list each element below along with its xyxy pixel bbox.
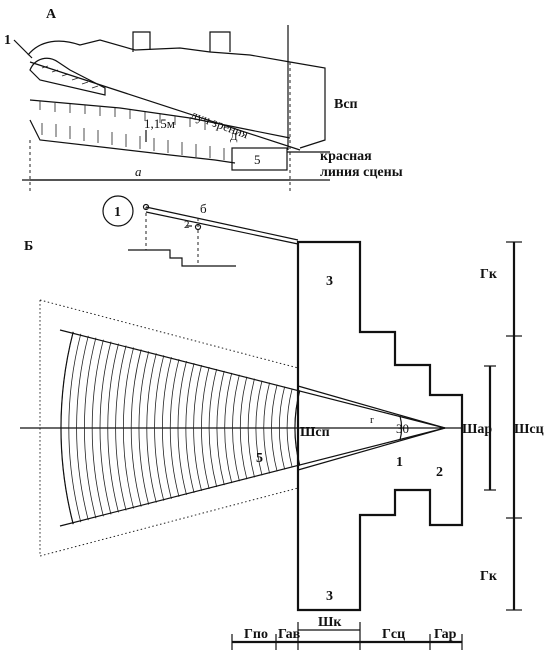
angle-arc bbox=[399, 415, 403, 441]
seat-row bbox=[154, 355, 165, 501]
seat-row bbox=[232, 374, 240, 482]
label-5-section: 5 bbox=[254, 152, 261, 167]
seat-row bbox=[91, 339, 104, 517]
seat-row bbox=[247, 378, 255, 478]
seat-row bbox=[271, 384, 278, 472]
callout-1-leader bbox=[13, 39, 33, 59]
detail-1: 1 б 2 bbox=[102, 195, 299, 267]
seat-row bbox=[84, 337, 97, 519]
seat-row bbox=[263, 382, 270, 474]
detail-steps bbox=[128, 249, 236, 267]
sightline-label: луч зрения bbox=[189, 107, 251, 142]
dim-gpo: Гпо bbox=[244, 627, 268, 642]
section-a: луч зрения 1,15м Д 5 а А 1 Всп красная л… bbox=[4, 7, 403, 192]
red-line-label-2: линия сцены bbox=[320, 165, 403, 180]
parterre-steps bbox=[41, 123, 225, 160]
seating-boundary-arc bbox=[60, 331, 74, 525]
stage-house-wall bbox=[289, 61, 326, 149]
detail-eye-1 bbox=[142, 203, 150, 211]
stage-outline bbox=[296, 240, 464, 612]
roof-turret-1 bbox=[132, 31, 151, 52]
red-line-label-1: красная bbox=[320, 149, 372, 164]
roof-turret-2 bbox=[209, 31, 231, 52]
parterre bbox=[29, 119, 236, 164]
detail-sightline bbox=[145, 206, 299, 241]
sightline bbox=[29, 61, 301, 151]
seat-row bbox=[138, 351, 150, 505]
step-height-label: 1,15м bbox=[144, 116, 175, 131]
dim-gav: Гав bbox=[278, 627, 301, 642]
dim-gar: Гар bbox=[434, 627, 457, 642]
detail-eye-2 bbox=[194, 223, 202, 231]
shsp-label: Шсп bbox=[300, 425, 330, 440]
seat-row bbox=[177, 360, 187, 496]
sight-angle-lower bbox=[59, 427, 446, 527]
label-vsp: Всп bbox=[334, 97, 358, 112]
seat-row bbox=[107, 343, 119, 513]
seat-row bbox=[240, 376, 248, 480]
seat-row bbox=[216, 370, 225, 486]
proscenium-lower bbox=[297, 427, 446, 471]
detail-label-2: 2 bbox=[184, 219, 190, 231]
seat-row bbox=[279, 386, 286, 470]
zone-1: 1 bbox=[396, 455, 403, 470]
sight-angle-upper bbox=[59, 329, 446, 429]
dim-shk: Шк bbox=[318, 615, 342, 630]
shsc-label: Шсц bbox=[514, 422, 544, 437]
section-b-label: Б bbox=[24, 239, 33, 254]
label-d: Д bbox=[230, 131, 238, 143]
dim-gsc: Гсц bbox=[382, 627, 405, 642]
roof-outline bbox=[27, 39, 291, 63]
zone-5: 5 bbox=[256, 451, 263, 466]
proscenium-upper bbox=[297, 385, 446, 429]
label-a: а bbox=[135, 164, 142, 179]
zone-2: 2 bbox=[436, 465, 443, 480]
seat-row bbox=[68, 333, 82, 523]
seat-row bbox=[224, 372, 233, 484]
seat-row bbox=[185, 362, 195, 494]
seat-row bbox=[201, 366, 210, 490]
upper-tier-steps bbox=[39, 101, 206, 130]
gk-bottom-label: Гк bbox=[480, 569, 498, 584]
shar-label: Шар bbox=[462, 422, 492, 437]
seat-row bbox=[193, 365, 202, 491]
detail-sightline-2 bbox=[145, 211, 299, 245]
seat-row bbox=[115, 345, 127, 511]
seat-row bbox=[146, 353, 157, 503]
section-a-label: А bbox=[46, 7, 57, 22]
seat-row bbox=[286, 388, 293, 468]
detail-label-b: б bbox=[200, 201, 207, 216]
callout-1: 1 bbox=[4, 33, 11, 48]
orchestra-pit bbox=[231, 147, 288, 171]
seat-row bbox=[208, 368, 218, 488]
gk-top-label: Гк bbox=[480, 267, 498, 282]
seat-row bbox=[123, 347, 134, 509]
zone-3-top: 3 bbox=[326, 274, 333, 289]
seat-row bbox=[255, 380, 263, 476]
seat-row bbox=[99, 341, 112, 515]
balcony bbox=[29, 57, 106, 96]
zone-3-bottom: 3 bbox=[326, 589, 333, 604]
angle-label: 30 bbox=[396, 421, 409, 436]
detail-1-circle bbox=[102, 195, 134, 227]
seat-row bbox=[130, 349, 142, 507]
radius-label: r bbox=[370, 414, 374, 426]
section-b: Б 30 r 3 3 5 1 2 Шсп Шар bbox=[20, 239, 544, 650]
detail-1-number: 1 bbox=[114, 205, 121, 220]
seat-row bbox=[169, 359, 180, 497]
seat-row bbox=[76, 335, 89, 521]
seat-row bbox=[162, 357, 172, 499]
